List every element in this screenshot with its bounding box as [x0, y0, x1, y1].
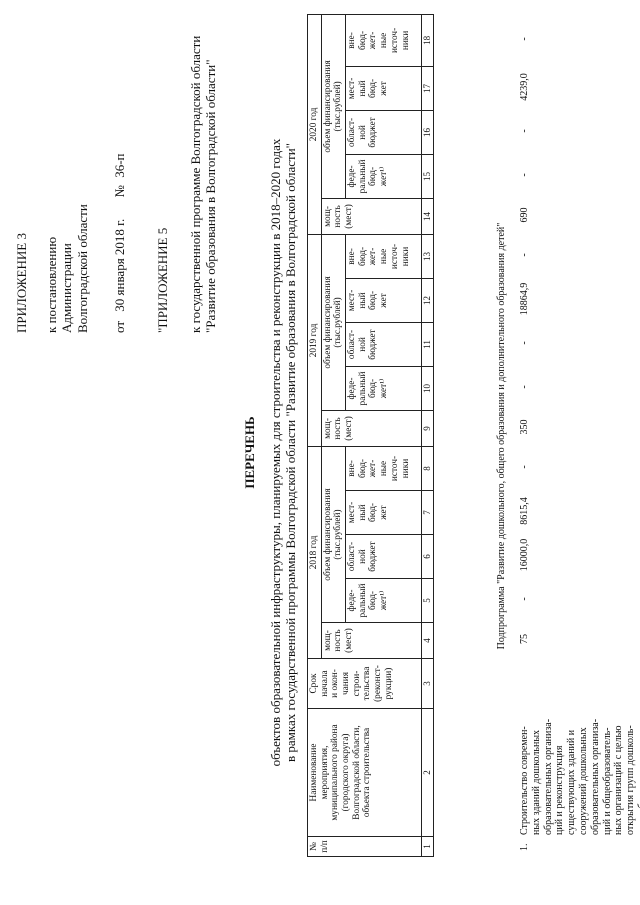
row1-name: Строительство современ- ных зданий дошко…	[519, 718, 640, 835]
header-federal-2019: феде- ральный бюд- жет¹⁾	[345, 366, 422, 411]
header-capacity-2020: мощ- ность (мест)	[321, 198, 422, 235]
col-num-18: 18	[421, 14, 434, 67]
col-num-12: 12	[421, 278, 434, 323]
doc-title: ПЕРЕЧЕНЬ	[242, 416, 257, 489]
subprogram-title: Подпрограмма "Развитие дошкольного, обще…	[496, 222, 507, 650]
row1-offbudget-2018: -	[519, 465, 530, 469]
header-local-2019: мест- ный бюд- жет	[345, 278, 422, 323]
col-num-2: 2	[421, 708, 434, 837]
col-num-11: 11	[421, 322, 434, 367]
row1-num: 1.	[519, 843, 530, 852]
col-num-10: 10	[421, 366, 434, 411]
header-year-2018: 2018 год	[307, 446, 322, 659]
col-num-4: 4	[421, 622, 434, 659]
row1-federal-2020: -	[519, 173, 530, 177]
header-year-2020: 2020 год	[307, 14, 322, 235]
row1-federal-2019: -	[519, 385, 530, 389]
row1-regional-2019: -	[519, 341, 530, 345]
objects-table: № п/п Наименование мероприятия, муниципа…	[307, 14, 434, 857]
row1-regional-2018: 16000,0	[519, 538, 530, 572]
col-num-14: 14	[421, 198, 434, 235]
header-volume-2019: объем финансирования (тыс.рублей)	[321, 234, 346, 411]
appendix-date-line: от 30 января 2018 г. № 36-п	[112, 154, 128, 334]
col-num-13: 13	[421, 234, 434, 279]
row1-capacity-2018: 75	[519, 634, 530, 644]
number-value: 36-п	[112, 153, 127, 178]
col-num-7: 7	[421, 490, 434, 535]
header-volume-2020: объем финансирования (тыс.рублей)	[321, 14, 346, 199]
header-year-2019: 2019 год	[307, 234, 322, 447]
appendix2-text: к государственной программе Волгоградско…	[188, 35, 219, 333]
row1-offbudget-2020: -	[519, 37, 530, 41]
col-num-5: 5	[421, 578, 434, 623]
col-num-16: 16	[421, 110, 434, 155]
header-volume-2018: объем финансирования (тыс.рублей)	[321, 446, 346, 623]
header-offbudget-2018: вне- бюд- жет- ные источ- ники	[345, 446, 422, 491]
header-local-2018: мест- ный бюд- жет	[345, 490, 422, 535]
header-offbudget-2020: вне- бюд- жет- ные источ- ники	[345, 14, 422, 67]
col-num-9: 9	[421, 410, 434, 447]
row1-local-2019: 18864,9	[519, 282, 530, 316]
header-regional-2019: област- ной бюджет	[345, 322, 422, 367]
number-prefix: №	[112, 185, 127, 198]
header-name: Наименование мероприятия, муниципального…	[307, 708, 422, 837]
header-term: Срок начала и окон- чания строи- тельств…	[307, 658, 422, 709]
header-regional-2018: област- ной бюджет	[345, 534, 422, 579]
header-capacity-2018: мощ- ность (мест)	[321, 622, 422, 659]
header-federal-2020: феде- ральный бюд- жет¹⁾	[345, 154, 422, 199]
header-offbudget-2019: вне- бюд- жет- ные источ- ники	[345, 234, 422, 279]
header-num: № п/п	[307, 836, 422, 857]
date-prefix: от	[112, 320, 127, 333]
col-num-17: 17	[421, 66, 434, 111]
row1-federal-2018: -	[519, 597, 530, 601]
row1-capacity-2020: 690	[519, 207, 530, 223]
row1-local-2018: 8615,4	[519, 497, 530, 525]
header-local-2020: мест- ный бюд- жет	[345, 66, 422, 111]
appendix2-title: "ПРИЛОЖЕНИЕ 5	[155, 227, 170, 333]
col-num-15: 15	[421, 154, 434, 199]
row1-local-2020: 4239,0	[519, 73, 530, 101]
header-regional-2020: област- ной бюджет	[345, 110, 422, 155]
appendix-title: ПРИЛОЖЕНИЕ 3	[14, 233, 29, 333]
row1-capacity-2019: 350	[519, 419, 530, 435]
header-federal-2018: феде- ральный бюд- жет¹⁾	[345, 578, 422, 623]
col-num-1: 1	[421, 836, 434, 857]
col-num-6: 6	[421, 534, 434, 579]
row1-regional-2020: -	[519, 129, 530, 133]
doc-subtitle: объектов образовательной инфраструктуры,…	[268, 138, 299, 767]
date-value: 30 января 2018 г.	[112, 218, 127, 312]
col-num-3: 3	[421, 658, 434, 709]
header-capacity-2019: мощ- ность (мест)	[321, 410, 422, 447]
row1-offbudget-2019: -	[519, 253, 530, 257]
col-num-8: 8	[421, 446, 434, 491]
appendix-to-line: к постановлению Администрации Волгоградс…	[44, 204, 90, 333]
